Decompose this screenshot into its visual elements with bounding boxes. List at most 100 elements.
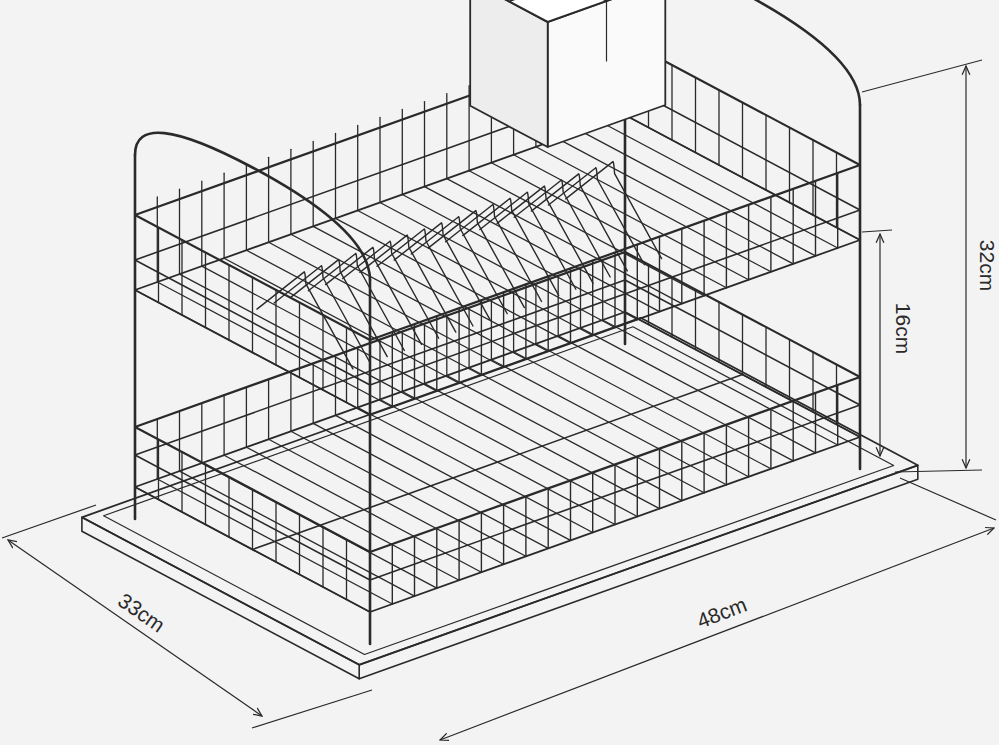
side-wire — [491, 300, 492, 360]
side-wire — [275, 502, 276, 562]
side-wire — [346, 328, 347, 403]
front-wire — [525, 284, 526, 359]
front-wire — [659, 237, 660, 312]
front-wire — [703, 221, 704, 296]
side-wire — [742, 103, 743, 178]
side-wire — [313, 141, 314, 226]
side-wire — [246, 387, 247, 447]
side-wire — [836, 153, 837, 228]
side-wire — [228, 265, 229, 340]
side-wire — [252, 490, 253, 550]
side-wire — [158, 440, 159, 500]
side-wire — [602, 260, 603, 320]
front-wire — [525, 496, 526, 556]
dimension-line — [440, 528, 994, 740]
side-wire — [513, 292, 514, 352]
extension-line — [862, 230, 892, 232]
side-wire — [812, 352, 813, 412]
front-wire — [548, 276, 549, 351]
front-wire — [815, 181, 816, 256]
front-wire — [614, 253, 615, 328]
front-wire — [414, 324, 415, 399]
front-wire — [659, 449, 660, 509]
front-wire — [503, 292, 504, 367]
side-wire — [179, 411, 180, 471]
side-wire — [181, 240, 182, 315]
side-wire — [252, 278, 253, 353]
side-wire — [228, 477, 229, 537]
handle-arch — [135, 133, 370, 280]
side-wire — [765, 327, 766, 387]
rack-drawing — [82, 0, 918, 679]
holder-divider — [606, 1, 607, 61]
side-wire — [379, 118, 380, 203]
side-wire — [268, 379, 269, 439]
front-wire — [592, 473, 593, 533]
side-wire — [558, 276, 559, 336]
side-wire — [718, 302, 719, 362]
front-wire — [770, 409, 771, 469]
front-wire — [458, 308, 459, 383]
dimension-line — [8, 540, 262, 716]
side-wire — [201, 181, 202, 266]
side-wire — [580, 268, 581, 328]
side-wire — [201, 403, 202, 463]
cutlery-holder-top — [470, 0, 665, 22]
tray-side — [82, 517, 359, 679]
front-wire — [703, 433, 704, 493]
front-wire — [481, 512, 482, 572]
front-wire — [481, 300, 482, 375]
side-wire — [299, 303, 300, 378]
side-wire — [181, 452, 182, 512]
front-wire — [726, 425, 727, 485]
front-wire — [392, 332, 393, 407]
extension-line — [2, 505, 96, 538]
side-wire — [346, 540, 347, 600]
extension-line — [252, 690, 372, 728]
plate-holder — [549, 168, 645, 265]
dimension-line — [965, 66, 966, 468]
side-wire — [335, 133, 336, 218]
dimension-lines — [2, 60, 996, 740]
side-wire — [836, 365, 837, 425]
side-wire — [379, 340, 380, 400]
side-wire — [322, 527, 323, 587]
front-wire — [681, 441, 682, 501]
dimension-label: 33cm — [112, 586, 172, 638]
dimension-line — [879, 234, 880, 456]
front-wire — [748, 205, 749, 280]
post — [134, 155, 137, 519]
front-wire — [503, 504, 504, 564]
front-wire — [637, 457, 638, 517]
front-wire — [458, 520, 459, 580]
side-wire — [335, 355, 336, 415]
dimension-label: 32cm — [976, 236, 999, 293]
front-wire — [570, 480, 571, 540]
side-wire — [424, 102, 425, 187]
front-wire — [793, 401, 794, 461]
front-wire — [592, 261, 593, 336]
side-wire — [446, 316, 447, 376]
basket-frame — [135, 115, 860, 415]
side-wire — [424, 324, 425, 384]
side-wire — [179, 189, 180, 274]
side-wire — [765, 115, 766, 190]
cutlery-holder — [470, 0, 548, 147]
side-wire — [789, 340, 790, 400]
side-wire — [290, 371, 291, 431]
side-wire — [402, 332, 403, 392]
side-wire — [223, 173, 224, 258]
front-wire — [815, 393, 816, 453]
extension-line — [895, 470, 982, 472]
cutlery-holder — [548, 0, 666, 147]
side-wire — [357, 126, 358, 211]
front-wire — [392, 544, 393, 604]
front-wire — [837, 173, 838, 248]
side-wire — [313, 363, 314, 423]
side-wire — [205, 465, 206, 525]
side-wire — [157, 419, 158, 479]
post — [369, 280, 372, 644]
side-wire — [446, 94, 447, 179]
side-wire — [742, 315, 743, 375]
